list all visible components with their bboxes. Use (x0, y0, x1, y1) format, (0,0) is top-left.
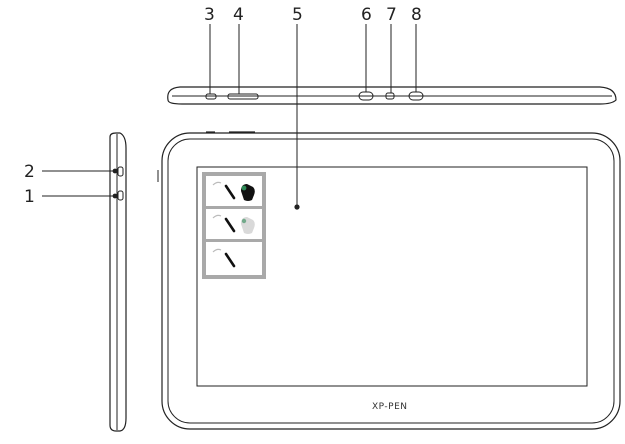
callout-1: 1 (24, 187, 35, 207)
callout-7: 7 (386, 5, 397, 25)
callout-3: 3 (204, 5, 215, 25)
callout-6: 6 (361, 5, 372, 25)
side-callouts: 2 1 (24, 162, 118, 207)
callout-5: 5 (292, 5, 303, 25)
device-body-outer (161, 132, 621, 430)
brand-logo: XP-PEN (372, 402, 408, 412)
touch-pen-icon (212, 248, 236, 268)
top-indicator-7 (385, 92, 395, 100)
front-view: XP-PEN (157, 131, 621, 430)
top-edge-view (167, 86, 617, 105)
callout-8: 8 (411, 5, 422, 25)
top-callouts: 3 4 5 6 7 8 (204, 5, 422, 210)
screen-area (196, 166, 588, 387)
device-bezel (167, 138, 615, 424)
top-port-3 (205, 93, 217, 100)
side-button-1 (117, 190, 124, 201)
gesture-panel (202, 172, 266, 279)
touch-pen-hand-icon (212, 181, 255, 201)
top-port-4 (227, 93, 259, 100)
touch-pen-fadedhand-icon (212, 214, 255, 234)
callout-2: 2 (24, 162, 35, 182)
side-button-2 (117, 166, 124, 177)
side-view (109, 132, 127, 432)
callout-4: 4 (233, 5, 244, 25)
